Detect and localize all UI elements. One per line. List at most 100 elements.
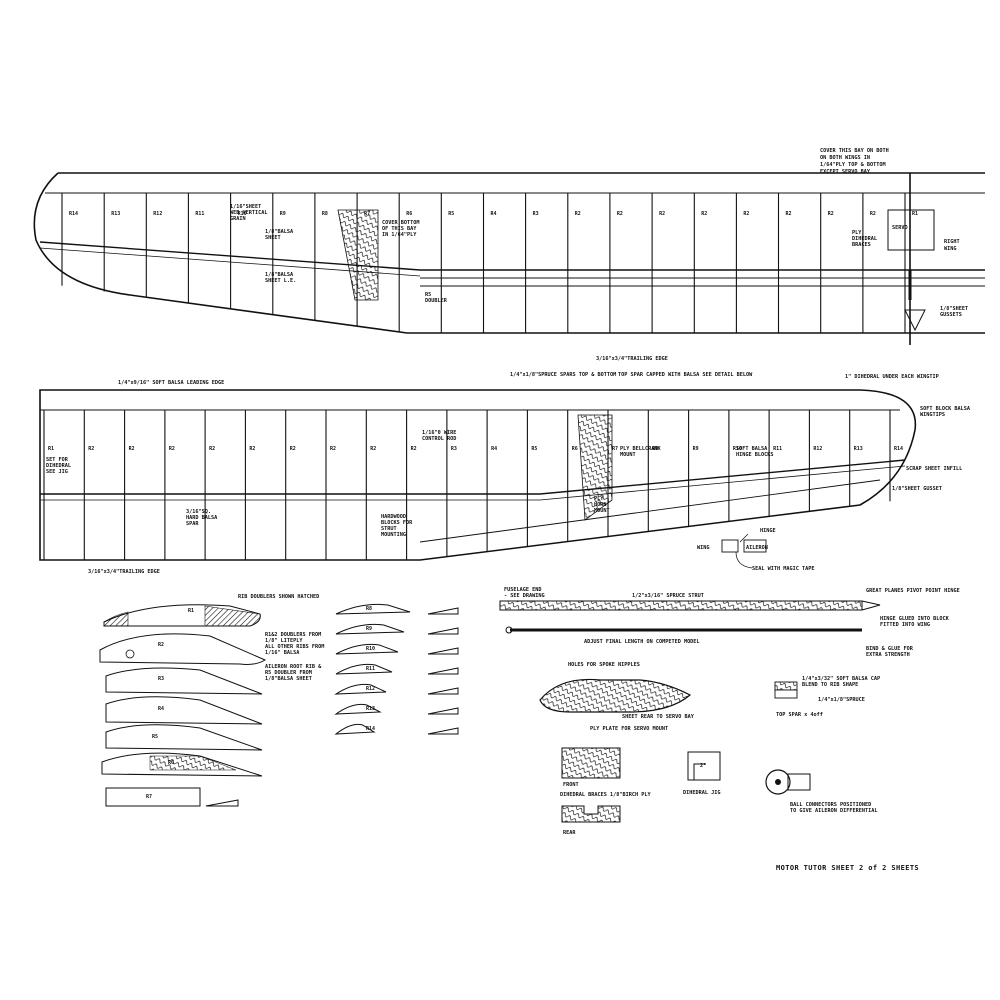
note-spruce-spars: 1/4"x1/8"SPRUCE SPARS TOP & BOTTOM [510,372,616,378]
right-rib-r10-tail [427,647,459,655]
note-ply-horn-2: HORN [594,502,607,508]
note-ply-bellcrank-2: MOUNT [620,452,636,458]
brace-caption: DIHEDRAL BRACES 1/8"BIRCH PLY [560,792,651,798]
note-fuselage-end: FUSELAGE END [504,587,541,593]
note-aileron-root: AILERON ROOT RIB & [265,664,322,670]
note-ball-2: TO GIVE AILERON DIFFERENTIAL [790,808,877,814]
right-rib-label-r11: R11 [366,666,375,672]
note-hardwood: HARDWOOD [381,514,406,520]
lower-rib-lines [43,410,891,560]
lower-rib-label-20: R12 [813,446,822,452]
upper-rib-label-3: R12 [153,211,162,217]
dihedral-jig-detail: FRONT DIHEDRAL BRACES 1/8"BIRCH PLY REAR… [560,747,721,836]
fairing-detail: HOLES FOR SPOKE NIPPLES SHEET REAR TO SE… [539,662,695,732]
note-ball: BALL CONNECTORS POSITIONED [790,802,871,808]
note-r5-doubler-2: DOUBLER [425,298,448,304]
lower-spar-line [40,459,906,495]
note-balsa-le-2: SHEET L.E. [265,278,296,284]
strut-tip [861,600,881,611]
right-rib-r12-tail [427,687,459,695]
note-ply-dihedral-3: BRACES [852,242,871,248]
note-leading-edge: 1/4"x9/16" SOFT BALSA LEADING EDGE [118,380,224,386]
top-spar-caption: TOP SPAR x 4off [776,712,823,718]
note-r1-set-3: SEE JIG [46,469,68,475]
lower-rib-label-9: R2 [370,446,376,452]
rib-r2-hole [125,649,135,659]
note-web-2: WEB VERTICAL [230,210,267,216]
note-right-wing-2: WING [944,246,957,252]
note-hinge-blocks-2: HINGE BLOCKS [736,452,773,458]
lower-rib-label-6: R2 [249,446,255,452]
top-spar-cap [774,681,798,691]
note-balsa-sheet-2: SHEET [265,235,281,241]
lower-hatched-bay [577,414,613,521]
note-r1-r2-doublers-4: 1/16" BALSA [265,650,300,656]
note-top-spar-cap: 1/4"x3/32" SOFT BALSA CAP [802,676,880,682]
lower-rib-label-14: R6 [572,446,578,452]
upper-rib-label-4: R11 [195,211,204,217]
brace-rear-label: REAR [563,830,576,836]
note-hinge-blocks: SOFT BALSA [736,446,768,452]
rib-templates-left: RIB DOUBLERS SHOWN HATCHED R1R2R3R4R5R6R… [99,594,324,807]
rib-r6-shape [101,752,263,777]
note-bind-glue-2: EXTRA STRENGTH [866,652,910,658]
brace-front-label: FRONT [563,782,579,788]
note-balsa-le: 1/8"BALSA [265,272,294,278]
lower-rib-label-12: R4 [491,446,497,452]
note-aileron-root-2: R5 DOUBLER FROM [265,670,312,676]
lower-rib-label-19: R11 [773,446,782,452]
note-hard-balsa-3: SPAR [186,521,199,527]
lower-rib-label-10: R2 [411,446,417,452]
strut-detail: FUSELAGE END - SEE DRAWING 1/2"x3/16" SP… [499,587,960,658]
upper-rib-label-15: R2 [659,211,665,217]
note-ply-horn-3: MOUNT [594,508,610,514]
note-r1-set: SET FOR [46,457,69,463]
right-rib-label-r14: R14 [366,726,375,732]
right-rib-label-r10: R10 [366,646,375,652]
left-rib-label-r3: R3 [158,676,164,682]
note-wire-rod: 1/16"0 WIRE [422,430,456,436]
upper-rib-label-1: R14 [69,211,78,217]
note-hard-balsa: 3/16"SQ. [186,509,211,515]
fairing-shape [539,678,692,713]
rib-r4-shape [105,696,263,725]
upper-hatched-bay [337,209,379,301]
right-rib-r9-shape [335,623,405,635]
lower-wing-outline [39,389,917,561]
note-scrap-sheet: SCRAP SHEET INFILL [906,466,962,472]
upper-spar-line [39,241,985,271]
servo-wheel [765,769,791,795]
note-dihedral: 1" DIHEDRAL UNDER EACH WINGTIP [845,374,939,380]
note-hinge-glued-2: FITTED INTO WING [880,622,930,628]
right-rib-r11-shape [335,663,393,675]
upper-rib-label-17: R2 [743,211,749,217]
right-rib-r8-tail [427,607,459,615]
servo-body [787,773,811,791]
right-rib-r8-shape [335,603,411,615]
left-rib-label-r6: R6 [168,760,174,766]
dihedral-jig-label: DIHEDRAL JIG [683,790,720,796]
servo-bay [887,209,935,251]
strut-plan [499,600,863,611]
note-soft-block: SOFT BLOCK BALSA [920,406,971,412]
note-adjust: ADJUST FINAL LENGTH ON COMPETED MODEL [584,639,700,645]
lower-rib-label-21: R13 [854,446,863,452]
right-rib-r14-tail [427,727,459,735]
note-right-wing: RIGHT [944,239,960,245]
upper-rib-label-18: R2 [786,211,792,217]
upper-rib-lines [61,193,906,333]
left-rib-label-r7: R7 [146,794,152,800]
top-spar-detail: 1/4"x3/32" SOFT BALSA CAP BLEND TO RIB S… [774,676,880,718]
brace-rear [561,805,621,823]
note-top-spar-capped: TOP SPAR CAPPED WITH BALSA SEE DETAIL BE… [618,372,753,378]
upper-rib-label-2: R13 [111,211,120,217]
lower-spar-line-2 [40,465,906,501]
lower-te-line [419,479,881,543]
brace-front [561,747,621,779]
note-r1-r2-doublers: R1&2 DOUBLERS FROM [265,632,321,638]
